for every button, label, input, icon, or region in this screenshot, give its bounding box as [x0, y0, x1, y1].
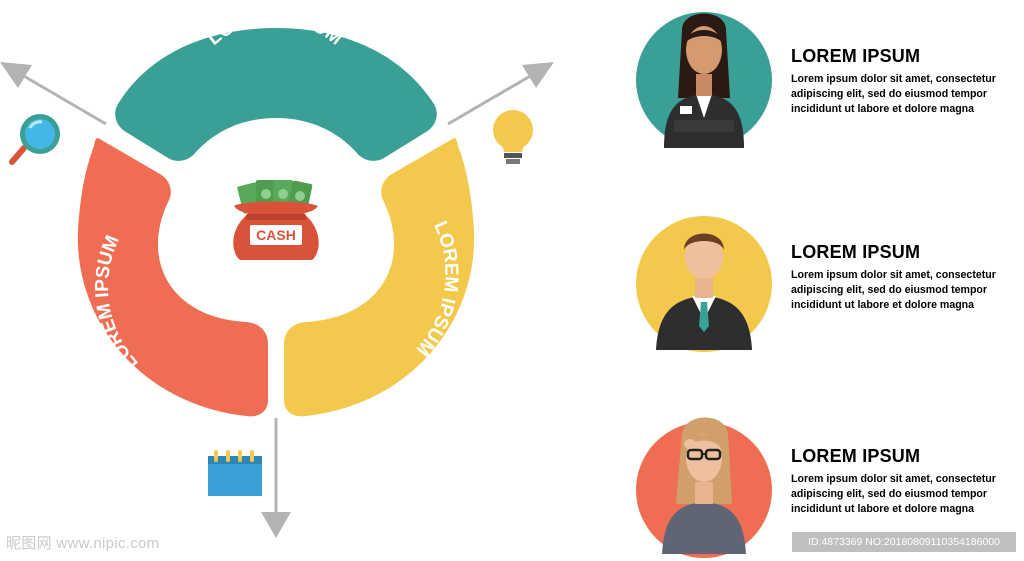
person-3-line-1: Lorem ipsum dolor sit amet, consectetur — [791, 473, 996, 485]
person-3-title: LOREM IPSUM — [791, 446, 921, 466]
cash-label: CASH — [256, 227, 296, 243]
segment-left[interactable] — [77, 138, 268, 417]
segment-top[interactable] — [115, 28, 437, 161]
arrow-upper-right — [447, 73, 533, 126]
person-item-2: LOREM IPSUM Lorem ipsum dolor sit amet, … — [620, 214, 1024, 364]
businesswoman-avatar — [636, 12, 772, 148]
cycle-diagram: LOREM IPSUM LOREM IPSUM LOREM IPSUM CASH — [0, 28, 554, 538]
person-3-description: Lorem ipsum dolor sit amet, consectetur … — [791, 472, 1024, 517]
person-1-line-2: adipiscing elit, sed do eiusmod tempor — [791, 88, 988, 100]
calendar-icon — [208, 450, 262, 496]
person-2-line-1: Lorem ipsum dolor sit amet, consectetur — [791, 269, 996, 281]
person-2-description: Lorem ipsum dolor sit amet, consectetur … — [791, 268, 1024, 313]
person-item-3: LOREM IPSUM Lorem ipsum dolor sit amet, … — [620, 408, 1024, 558]
watermark-site: 昵图网 www.nipic.com — [6, 535, 160, 552]
person-3-line-2: adipiscing elit, sed do eiusmod tempor — [791, 488, 988, 500]
watermark-id: ID:4873369 NO:20180809110354186000 — [792, 532, 1016, 552]
person-1-description: Lorem ipsum dolor sit amet, consectetur … — [791, 72, 1024, 117]
arrowhead-down — [261, 512, 291, 538]
businessman-avatar — [636, 216, 772, 352]
money-bag-icon: CASH — [233, 180, 319, 260]
arrow-upper-left — [21, 73, 107, 126]
person-item-1: LOREM IPSUM Lorem ipsum dolor sit amet, … — [620, 8, 1024, 158]
person-2-title: LOREM IPSUM — [791, 242, 921, 262]
person-2-line-2: adipiscing elit, sed do eiusmod tempor — [791, 284, 988, 296]
people-panel: LOREM IPSUM Lorem ipsum dolor sit amet, … — [620, 0, 1024, 561]
person-2-line-3: incididunt ut labore et dolore magna — [791, 299, 975, 311]
woman-glasses-avatar — [636, 417, 772, 558]
person-1-line-3: incididunt ut labore et dolore magna — [791, 103, 975, 115]
person-1-title: LOREM IPSUM — [791, 46, 921, 66]
person-1-line-1: Lorem ipsum dolor sit amet, consectetur — [791, 73, 996, 85]
person-3-line-3: incididunt ut labore et dolore magna — [791, 503, 975, 515]
magnifier-icon — [9, 114, 60, 165]
arrowhead-upper-right — [522, 62, 554, 88]
cycle-arrows — [0, 62, 554, 538]
segment-right[interactable] — [284, 138, 475, 417]
arrowhead-upper-left — [0, 62, 32, 88]
lightbulb-icon — [493, 110, 533, 164]
